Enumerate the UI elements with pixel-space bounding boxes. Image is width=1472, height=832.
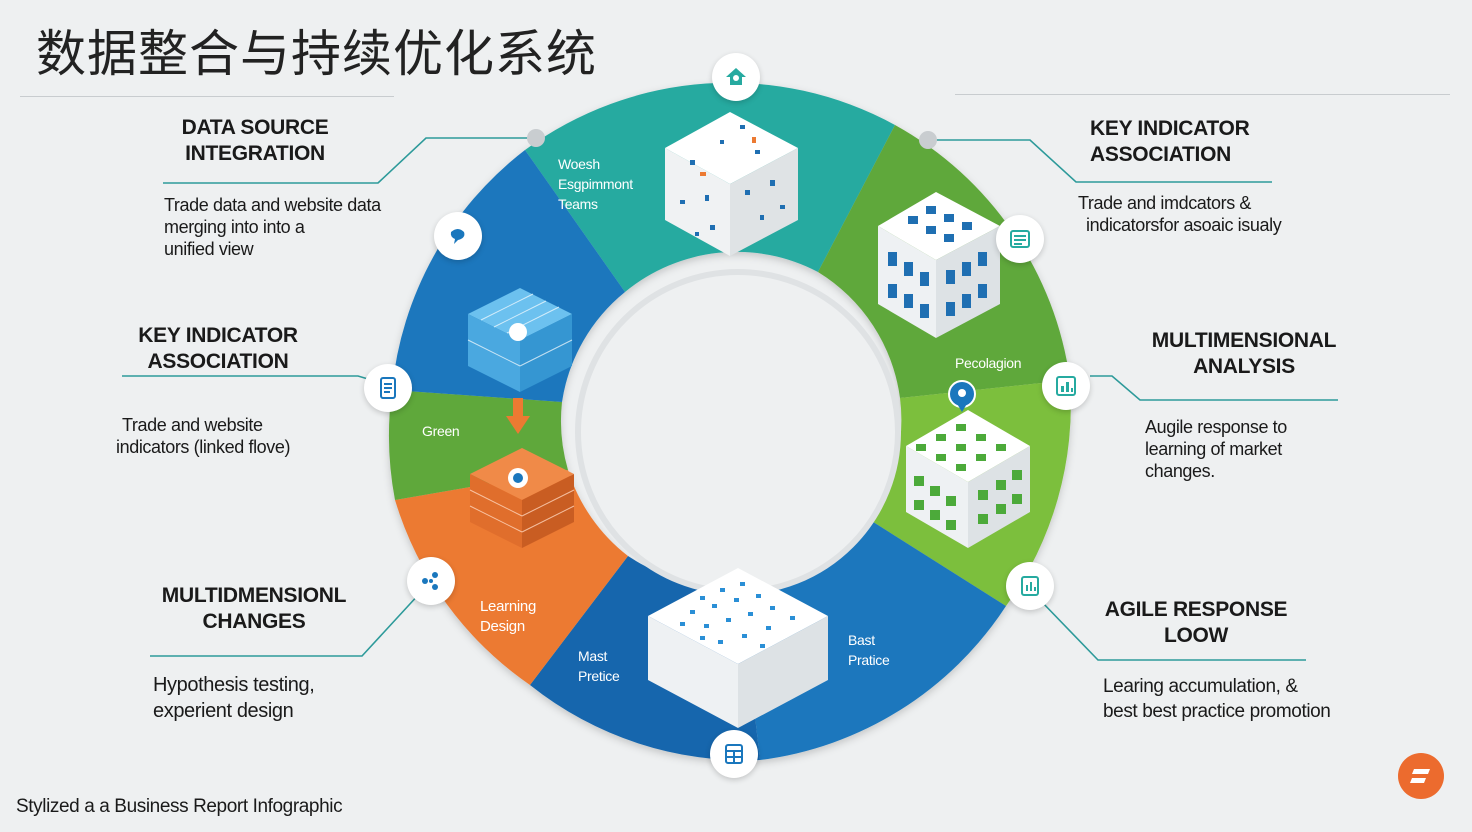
top-right-rule: [955, 94, 1450, 95]
segment-text-line: Woesh: [558, 156, 600, 172]
segment-orange-text: Learning Design: [480, 597, 536, 637]
segment-blue-right-text: Bast Pratice: [848, 630, 890, 670]
report-icon[interactable]: [1006, 562, 1054, 610]
label-desc-line: Trade data and website data: [164, 195, 381, 215]
segment-text-line: Learning: [480, 598, 536, 615]
label-desc-line: Hypothesis testing,: [153, 674, 315, 696]
network-icon[interactable]: [407, 557, 455, 605]
segment-text-line: Esgpimmont: [558, 176, 633, 192]
label-desc-line: learning of market: [1145, 439, 1282, 459]
table-icon[interactable]: [710, 730, 758, 778]
label-desc-line: Learing accumulation, &: [1103, 676, 1298, 697]
segment-text-line: Bast: [848, 632, 875, 648]
footer-caption: Stylized a a Business Report Infographic: [16, 796, 343, 817]
segment-text-line: Teams: [558, 196, 598, 212]
label-desc-line: experient design: [153, 700, 294, 722]
chat-icon[interactable]: [434, 212, 482, 260]
right-label-2-title: MULTIMENSIONAL ANALYSIS: [1140, 328, 1348, 380]
label-title-line: KEY INDICATOR: [138, 324, 298, 347]
segment-teal-text: Woesh Esgpimmont Teams: [558, 154, 633, 214]
right-label-3-desc: Learing accumulation, & best best practi…: [1103, 674, 1331, 724]
label-desc-line: unified view: [164, 239, 254, 259]
label-desc-line: best best practice promotion: [1103, 701, 1331, 722]
left-label-1-desc: Trade data and website data merging into…: [164, 194, 381, 260]
label-title-line: ANALYSIS: [1193, 355, 1295, 378]
cube-teal: [665, 112, 798, 256]
label-title-line: DATA SOURCE: [181, 116, 329, 139]
top-left-rule: [20, 96, 394, 97]
label-desc-line: Trade and imdcators &: [1078, 193, 1252, 213]
cube-light-green: [906, 410, 1030, 548]
label-title-line: AGILE RESPONSE: [1104, 598, 1288, 621]
segment-text-line: Design: [480, 618, 525, 635]
label-title-line: ASSOCIATION: [1090, 143, 1231, 166]
home-icon[interactable]: [712, 53, 760, 101]
left-label-2-title: KEY INDICATOR ASSOCIATION: [120, 323, 316, 375]
label-desc-line: indicators (linked flove): [116, 437, 291, 457]
label-desc-line: changes.: [1145, 461, 1215, 481]
label-title-line: MULTIMENSIONAL: [1151, 329, 1337, 352]
cube-blue-bottom: [648, 568, 828, 728]
left-label-1-title: DATA SOURCE INTEGRATION: [160, 115, 350, 167]
document-icon[interactable]: [364, 364, 412, 412]
segment-text-line: Mast: [578, 648, 608, 664]
segment-blue-right: [740, 520, 1006, 760]
segment-blue-left-text: Mast Pretice: [578, 646, 620, 686]
location-pin-icon: [948, 380, 976, 412]
segment-text-line: Pratice: [848, 652, 890, 668]
label-desc-line: Trade and website: [122, 415, 263, 435]
page-title: 数据整合与持续优化系统: [36, 25, 597, 83]
left-label-3-desc: Hypothesis testing, experient design: [153, 672, 315, 724]
segment-text-line: Green: [422, 423, 460, 439]
label-title-line: INTEGRATION: [185, 142, 325, 165]
right-label-3-title: AGILE RESPONSE LOOW: [1098, 597, 1294, 649]
brand-logo-icon[interactable]: [1398, 753, 1444, 799]
cube-blue-upper-left: [467, 288, 573, 392]
right-label-2-desc: Augile response to learning of market ch…: [1145, 416, 1287, 482]
label-title-line: CHANGES: [202, 610, 306, 633]
label-desc-line: merging into into a: [164, 217, 305, 237]
cube-orange: [469, 448, 575, 548]
label-title-line: ASSOCIATION: [147, 350, 289, 373]
segment-green-text: Pecolagion: [955, 353, 1022, 373]
label-title-line: LOOW: [1163, 624, 1229, 647]
segment-text-line: Pretice: [578, 668, 620, 684]
right-label-1-title: KEY INDICATOR ASSOCIATION: [1078, 116, 1270, 168]
segment-text-line: Pecolagion: [955, 355, 1022, 371]
segment-left-green-text: Green: [422, 421, 460, 441]
report-icon[interactable]: [996, 215, 1044, 263]
label-title-line: MULTIDMENSIONL: [161, 584, 347, 607]
left-label-2-desc: Trade and website indicators (linked flo…: [116, 414, 290, 458]
label-desc-line: indicatorsfor asoaic isualy: [1086, 215, 1282, 235]
chart-icon[interactable]: [1042, 362, 1090, 410]
cube-green: [878, 192, 1000, 338]
right-label-1-desc: Trade and imdcators & indicatorsfor asoa…: [1078, 192, 1282, 236]
connector-lines: [122, 137, 1338, 661]
label-desc-line: Augile response to: [1145, 417, 1287, 437]
flow-arrow: [506, 398, 530, 434]
label-title-line: KEY INDICATOR: [1090, 117, 1250, 140]
left-label-3-title: MULTIDMENSIONL CHANGES: [148, 583, 360, 635]
